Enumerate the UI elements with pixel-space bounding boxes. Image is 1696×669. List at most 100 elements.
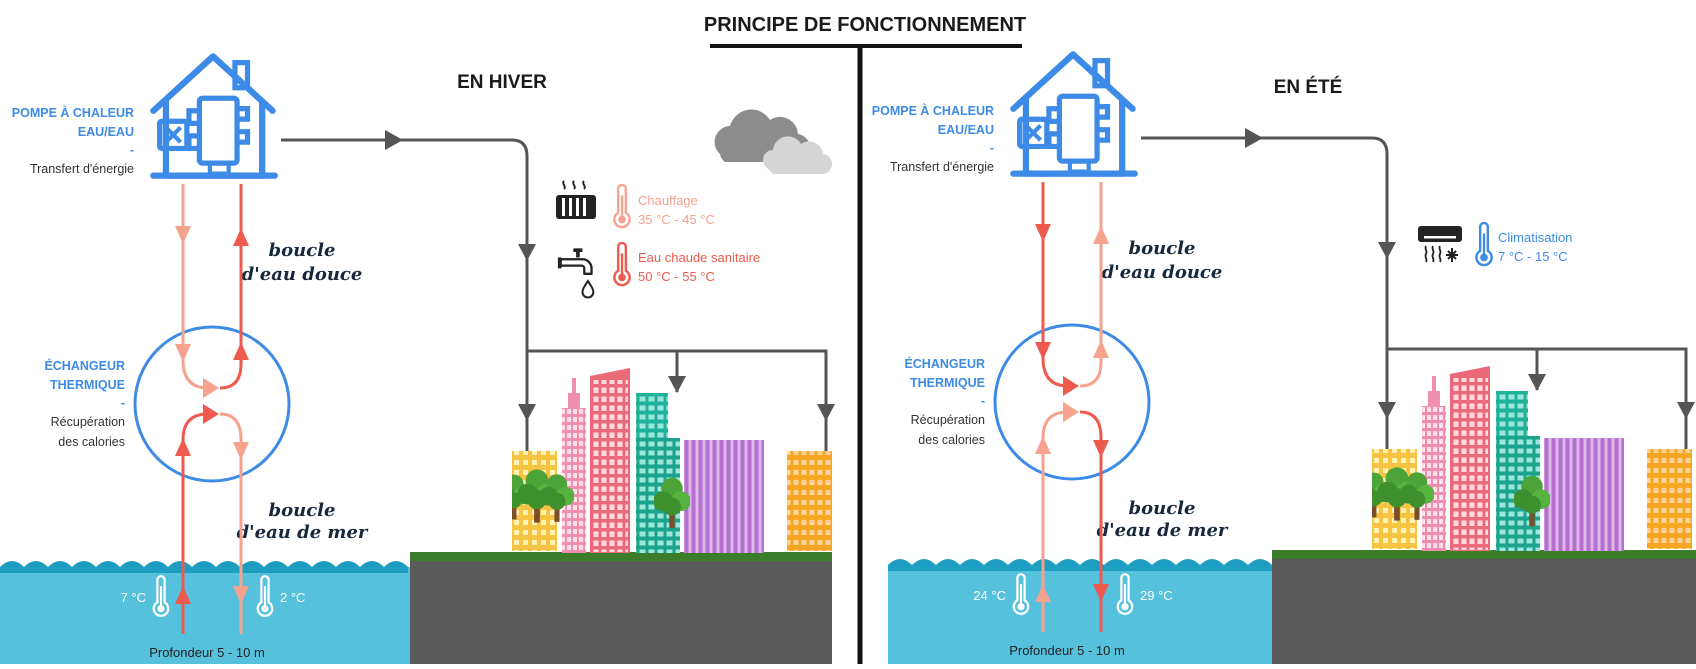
summer-flow-arrow bbox=[1378, 402, 1396, 419]
summer-flow-arrow bbox=[1063, 376, 1079, 396]
summer-house-icon bbox=[1013, 54, 1134, 173]
thermometer-icon bbox=[613, 184, 631, 229]
cloud-icon bbox=[714, 109, 833, 175]
winter-fresh-loop-label-2: d'eau douce bbox=[242, 264, 363, 285]
thermometer-icon bbox=[613, 242, 631, 287]
winter-sea bbox=[0, 567, 410, 664]
winter-exchanger-desc-1: Récupération bbox=[51, 415, 125, 429]
summer-heat-pump-label-2: EAU/EAU bbox=[938, 123, 994, 137]
winter-house-icon bbox=[153, 56, 274, 175]
winter-exchanger-circle bbox=[133, 325, 291, 483]
winter-use-heating-label: Chauffage bbox=[638, 193, 698, 208]
summer-flow-arrow bbox=[1035, 436, 1051, 454]
summer-intake-temp: 24 °C bbox=[973, 588, 1006, 603]
summer-exchanger-circle bbox=[993, 323, 1151, 481]
winter-fresh-return-pipe bbox=[181, 184, 209, 390]
summer-flow-arrow bbox=[1035, 342, 1051, 360]
winter-flow-arrow bbox=[518, 404, 536, 421]
winter-flow-arrow bbox=[175, 438, 191, 456]
winter-flow-arrow bbox=[385, 130, 403, 150]
page-title: PRINCIPE DE FONCTIONNEMENT bbox=[704, 14, 1026, 36]
winter-flow-arrow bbox=[233, 442, 249, 460]
summer-heat-pump-dash: - bbox=[990, 141, 994, 155]
summer-use-cooling-range: 7 °C - 15 °C bbox=[1498, 249, 1568, 264]
winter-waves bbox=[0, 561, 408, 573]
winter-heat-pump-label-2: EAU/EAU bbox=[78, 125, 134, 139]
winter-heat-pump-desc: Transfert d'énergie bbox=[30, 162, 134, 176]
winter-heat-pump-label-1: POMPE À CHALEUR bbox=[12, 105, 134, 120]
air-conditioner-icon bbox=[1417, 225, 1463, 263]
winter-fresh-loop-label-1: boucle bbox=[269, 240, 336, 261]
summer-flow-arrow bbox=[1035, 584, 1051, 602]
summer-city-buildings bbox=[1357, 366, 1692, 551]
summer-outlet-temp: 29 °C bbox=[1140, 588, 1173, 603]
winter-exchanger-desc-2: des calories bbox=[58, 435, 125, 449]
winter-flow-arrow bbox=[203, 378, 219, 398]
summer-heat-pump-label-1: POMPE À CHALEUR bbox=[872, 103, 994, 118]
winter-fresh-supply-pipe bbox=[219, 184, 243, 390]
summer-use-cooling-label: Climatisation bbox=[1498, 230, 1572, 245]
winter-exchanger-dash: - bbox=[121, 396, 125, 410]
winter-flow-arrow bbox=[175, 226, 191, 244]
faucet-icon bbox=[557, 247, 595, 299]
thermometer-icon bbox=[1475, 222, 1493, 267]
summer-fresh-loop-label-1: boucle bbox=[1129, 238, 1196, 259]
summer-fresh-supply-pipe bbox=[1041, 182, 1069, 388]
winter-depth-label: Profondeur 5 - 10 m bbox=[149, 645, 265, 660]
winter-flow-arrow bbox=[233, 228, 249, 246]
summer-flow-arrow bbox=[1093, 340, 1109, 358]
winter-flow-arrow bbox=[668, 376, 686, 393]
summer-flow-arrow bbox=[1035, 224, 1051, 242]
winter-intake-temp: 7 °C bbox=[121, 590, 146, 605]
summer-sea-loop-label-2: d'eau de mer bbox=[1097, 520, 1229, 541]
winter-outlet-temp: 2 °C bbox=[280, 590, 305, 605]
winter-flow-arrow bbox=[203, 404, 219, 424]
summer-flow-arrow bbox=[1378, 242, 1396, 259]
winter-exchanger-label-2: THERMIQUE bbox=[50, 378, 125, 392]
summer-panel: EN ÉTÉ POMPE À CHALEUR EAU/EAU - Transfe… bbox=[872, 54, 1696, 664]
summer-flow-arrow bbox=[1528, 374, 1546, 391]
winter-use-heating-range: 35 °C - 45 °C bbox=[638, 212, 715, 227]
summer-flow-arrow bbox=[1093, 584, 1109, 602]
winter-flow-arrow bbox=[233, 586, 249, 604]
summer-distribution-pipe bbox=[1141, 136, 1389, 526]
winter-grass bbox=[410, 552, 832, 561]
winter-flow-arrow bbox=[817, 404, 835, 421]
summer-season-label: EN ÉTÉ bbox=[1274, 76, 1343, 98]
summer-sea bbox=[888, 565, 1272, 664]
winter-exchanger-label-1: ÉCHANGEUR bbox=[44, 358, 125, 373]
summer-waves bbox=[888, 559, 1272, 571]
summer-flow-arrow bbox=[1677, 402, 1695, 419]
winter-heat-pump-dash: - bbox=[130, 143, 134, 157]
summer-exchanger-desc-2: des calories bbox=[918, 433, 985, 447]
winter-panel: EN HIVER POMPE À CHALEUR EAU/EAU - Trans… bbox=[0, 56, 835, 664]
summer-heat-pump-desc: Transfert d'énergie bbox=[890, 160, 994, 174]
winter-distribution-pipe bbox=[281, 138, 529, 528]
summer-fresh-return-pipe bbox=[1079, 182, 1103, 388]
winter-sea-outlet-pipe bbox=[219, 412, 243, 634]
summer-sea-loop-label-1: boucle bbox=[1129, 498, 1196, 519]
summer-exchanger-desc-1: Récupération bbox=[911, 413, 985, 427]
summer-exchanger-label-1: ÉCHANGEUR bbox=[904, 356, 985, 371]
winter-ground bbox=[410, 559, 832, 664]
winter-city-buildings bbox=[497, 368, 832, 553]
winter-flow-arrow bbox=[175, 344, 191, 362]
winter-season-label: EN HIVER bbox=[457, 72, 547, 93]
winter-flow-arrow bbox=[175, 586, 191, 604]
summer-exchanger-label-2: THERMIQUE bbox=[910, 376, 985, 390]
summer-flow-arrow bbox=[1063, 402, 1079, 422]
winter-use-dhw-label: Eau chaude sanitaire bbox=[638, 250, 760, 265]
summer-flow-arrow bbox=[1245, 128, 1263, 148]
summer-ground bbox=[1272, 557, 1696, 664]
summer-fresh-loop-label-2: d'eau douce bbox=[1102, 262, 1223, 283]
winter-flow-arrow bbox=[233, 342, 249, 360]
summer-depth-label: Profondeur 5 - 10 m bbox=[1009, 643, 1125, 658]
winter-sea-loop-label-2: d'eau de mer bbox=[237, 522, 369, 543]
radiator-icon bbox=[554, 179, 598, 221]
winter-use-dhw-range: 50 °C - 55 °C bbox=[638, 269, 715, 284]
summer-flow-arrow bbox=[1093, 440, 1109, 458]
winter-sea-loop-label-1: boucle bbox=[269, 500, 336, 521]
summer-grass bbox=[1272, 550, 1696, 559]
